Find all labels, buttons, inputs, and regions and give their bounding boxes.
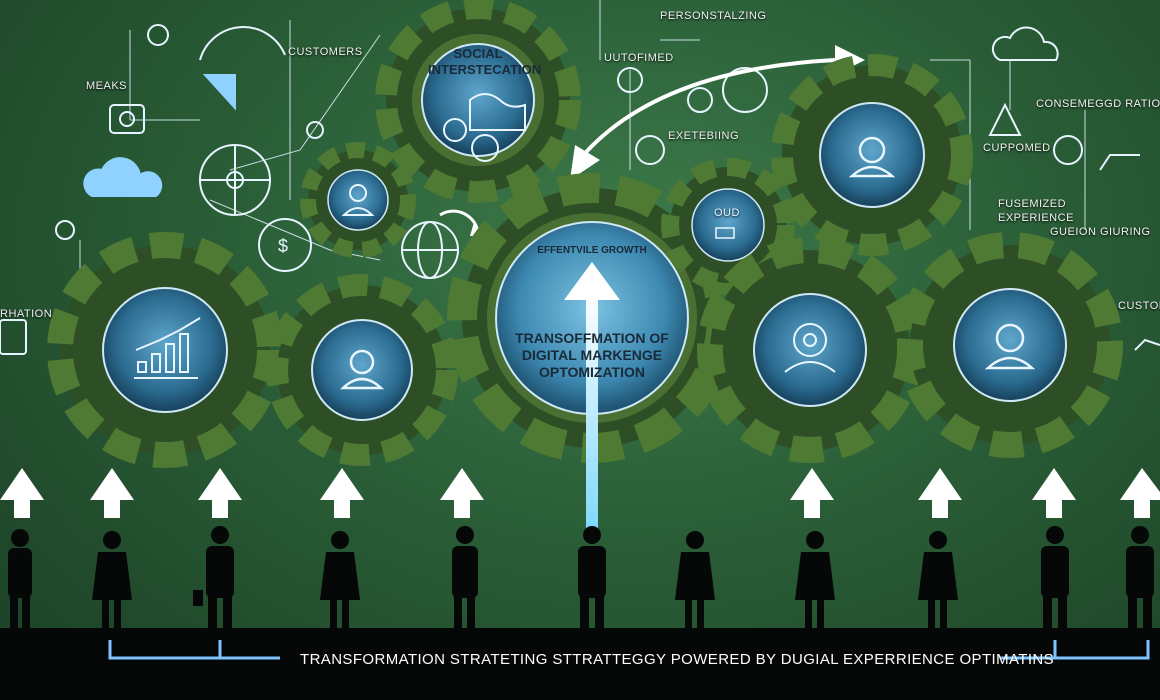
up-arrow xyxy=(1032,468,1076,518)
dollar-icon xyxy=(258,218,312,272)
wifi-icon xyxy=(617,67,643,93)
label-oud: OUD xyxy=(714,207,740,219)
label-guedion: GUEION GIURING xyxy=(1050,226,1151,238)
small-settings-icon xyxy=(147,24,169,46)
gear-social xyxy=(375,0,581,203)
bulb-icon xyxy=(55,220,75,240)
up-arrow xyxy=(918,468,962,518)
person xyxy=(452,526,478,630)
bar-chart-icon xyxy=(134,317,201,379)
trend-icon xyxy=(1134,338,1160,351)
label-consemedged: CONSEMEGGD RATION xyxy=(1036,98,1160,110)
person xyxy=(8,529,32,630)
gauge-icon xyxy=(722,67,768,113)
card-icon xyxy=(715,227,735,239)
label-customers: CUSTOMERS xyxy=(288,46,363,58)
up-arrows xyxy=(0,468,1160,518)
growth-arrow xyxy=(564,262,620,530)
small-gear-icon xyxy=(687,87,713,113)
gear-user-right xyxy=(897,232,1123,458)
footer-band xyxy=(0,628,1160,700)
person xyxy=(193,526,234,630)
puzzle-gears-icon xyxy=(443,93,526,162)
person xyxy=(795,531,835,630)
gear-user-top-right xyxy=(771,54,973,256)
user-icon xyxy=(995,323,1025,353)
cog-small-icon xyxy=(306,121,324,139)
person xyxy=(918,531,958,630)
people-silhouettes xyxy=(8,526,1154,630)
label-fusemized: FUSEMIZED EXPERIENCE xyxy=(998,198,1074,224)
team-gears-icon xyxy=(784,323,836,373)
cloud-dollar-icon xyxy=(991,26,1059,61)
label-cuppomed: CUPPOMED xyxy=(983,142,1051,154)
center-gear-title: TRANSOFFMATION OF DIGITAL MARKENGE OPTOM… xyxy=(515,330,669,380)
up-arrow xyxy=(198,468,242,518)
label-exetebing: EXETEBIING xyxy=(668,130,740,142)
ring-icon xyxy=(635,135,665,165)
label-personalizing: PERSONSTALZING xyxy=(660,10,767,22)
center-gear-subtitle: EFFENTVILE GROWTH xyxy=(537,245,647,256)
up-arrow xyxy=(790,468,834,518)
arc-chart-icon xyxy=(199,26,286,61)
cloud-icon xyxy=(83,157,163,197)
up-arrow xyxy=(90,468,134,518)
label-ration: RHATION xyxy=(0,308,53,320)
gear-user-mid-left xyxy=(266,274,458,466)
badge-icon xyxy=(1053,135,1083,165)
gear-oud xyxy=(661,158,795,292)
gear-growth-chart xyxy=(47,232,283,468)
footer-tagline: TRANSFORMATION STRATETING STTRATTEGGY PO… xyxy=(300,651,1055,668)
person xyxy=(578,526,606,630)
up-arrow xyxy=(1120,468,1160,518)
label-custom: CUSTOM xyxy=(1118,300,1160,312)
svg-text:$: $ xyxy=(278,236,288,256)
user-icon xyxy=(349,184,367,202)
phone-icon xyxy=(0,319,27,355)
gear-user-small xyxy=(300,142,416,258)
pie-chart-icon xyxy=(202,74,236,111)
person xyxy=(92,531,132,630)
warning-icon xyxy=(988,102,1022,136)
up-arrow xyxy=(440,468,484,518)
label-outformed: UUTOFIMED xyxy=(604,52,674,64)
person xyxy=(1041,526,1069,630)
person xyxy=(675,531,715,630)
user-icon xyxy=(858,136,886,164)
sketch-icons: $ xyxy=(0,24,1160,355)
camera-icon xyxy=(109,104,145,134)
user-icon xyxy=(349,349,375,375)
pipe-icon xyxy=(1099,154,1140,171)
person xyxy=(1126,526,1154,630)
up-arrow xyxy=(320,468,364,518)
up-arrow xyxy=(0,468,44,518)
label-meaks: MEAKS xyxy=(86,80,128,92)
social-gear-title: SOCIAL INTERSTECATION xyxy=(428,46,542,77)
person xyxy=(320,531,360,630)
